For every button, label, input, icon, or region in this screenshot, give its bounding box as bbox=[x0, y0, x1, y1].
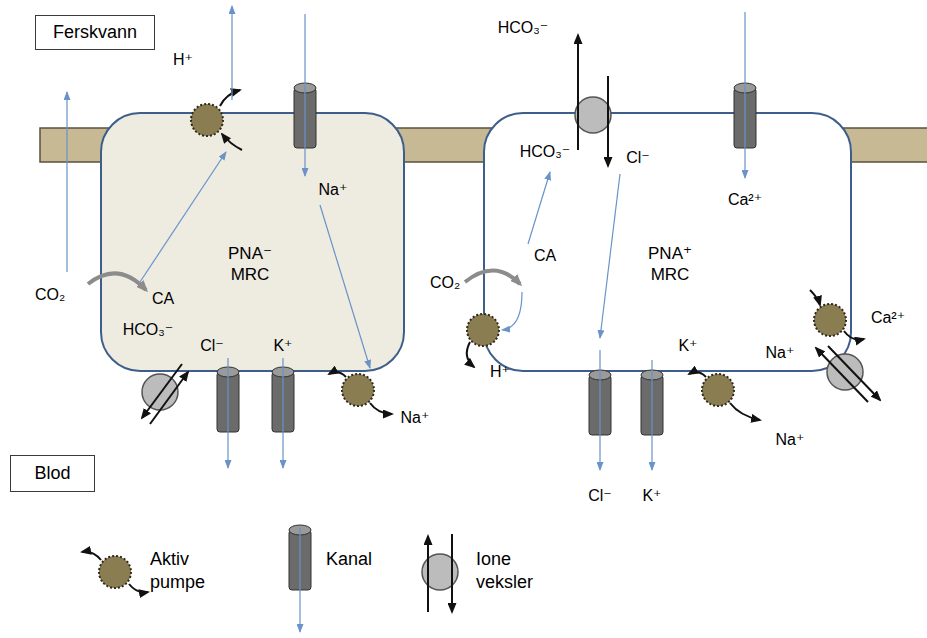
svg-line bbox=[427, 536, 429, 612]
svg-path bbox=[129, 584, 148, 592]
region-box: Ferskvann bbox=[35, 15, 155, 50]
svg-use bbox=[589, 370, 611, 435]
legend-text: Kanal bbox=[326, 549, 372, 569]
svg-line bbox=[142, 364, 182, 418]
ion-label: CA bbox=[534, 247, 556, 265]
ion-label: Na⁺ bbox=[776, 431, 805, 449]
svg-use bbox=[142, 374, 178, 410]
svg-use bbox=[272, 367, 294, 432]
svg-path bbox=[467, 342, 474, 367]
ion-label: HCO₃⁻ bbox=[123, 321, 174, 339]
ion-label: H⁺ bbox=[173, 51, 193, 69]
svg-line bbox=[66, 92, 67, 272]
legend-text: Ione veksler bbox=[476, 549, 533, 592]
ion-label: Na⁺ bbox=[319, 181, 348, 199]
svg-use bbox=[702, 374, 734, 406]
ion-label: HCO₃⁻ bbox=[498, 19, 549, 37]
svg-use bbox=[289, 525, 311, 590]
svg-line bbox=[282, 358, 283, 468]
ion-label: K⁺ bbox=[273, 337, 292, 355]
svg-use bbox=[99, 556, 131, 588]
ion-label: HCO₃⁻ bbox=[520, 143, 571, 161]
svg-path bbox=[689, 372, 706, 377]
region-label: Blod bbox=[34, 463, 70, 484]
ion-label: K⁺ bbox=[642, 487, 661, 505]
svg-path bbox=[730, 403, 760, 420]
svg-path bbox=[220, 90, 240, 106]
legend-entry: Aktiv pumpe bbox=[150, 548, 214, 593]
ion-label: K⁺ bbox=[678, 337, 697, 355]
svg-use bbox=[342, 374, 374, 406]
legend-entry: Ione veksler bbox=[476, 548, 544, 593]
region-label: Ferskvann bbox=[53, 22, 137, 43]
ion-label: Cl⁻ bbox=[200, 337, 224, 355]
svg-use bbox=[422, 554, 458, 590]
svg-use bbox=[217, 367, 239, 432]
ion-label: Cl⁻ bbox=[588, 487, 612, 505]
region-box: Blod bbox=[10, 455, 95, 492]
ion-label: H⁺ bbox=[490, 363, 510, 381]
svg-line bbox=[227, 358, 228, 468]
svg-line bbox=[150, 372, 188, 424]
ion-label: Na⁺ bbox=[766, 344, 795, 362]
svg-line bbox=[451, 534, 453, 612]
right-cell-transport bbox=[465, 12, 880, 470]
cell-type-label: PNA⁺ MRC bbox=[645, 243, 696, 286]
ion-label: CO₂ bbox=[430, 274, 460, 292]
svg-path bbox=[329, 372, 346, 377]
ion-label: CA bbox=[152, 290, 174, 308]
svg-path bbox=[370, 403, 392, 414]
svg-line bbox=[299, 528, 300, 632]
svg-use bbox=[641, 370, 663, 435]
ion-label: Ca²⁺ bbox=[728, 191, 762, 209]
svg-line bbox=[231, 6, 232, 100]
ion-label: Na⁺ bbox=[401, 409, 430, 427]
cell-type-label: PNA⁻ MRC bbox=[225, 243, 276, 286]
legend-text: Aktiv pumpe bbox=[150, 549, 205, 592]
ion-label: CO₂ bbox=[35, 286, 65, 304]
ion-label: Cl⁻ bbox=[626, 149, 650, 167]
legend-entry: Kanal bbox=[326, 548, 406, 571]
ion-label: Ca²⁺ bbox=[871, 309, 905, 327]
legend-symbols bbox=[82, 525, 458, 632]
svg-path bbox=[82, 552, 101, 560]
svg-line bbox=[651, 360, 652, 470]
